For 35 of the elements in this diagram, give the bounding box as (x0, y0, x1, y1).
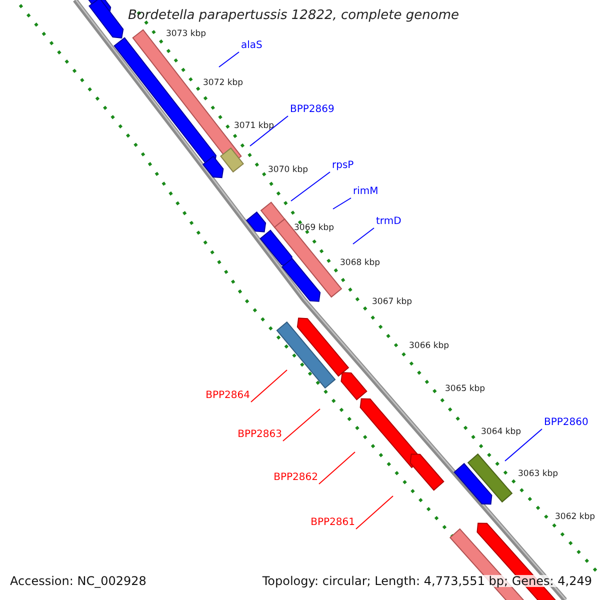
gene-label: BPP2869 (290, 105, 334, 115)
tick-label: 3071 kbp (234, 122, 274, 130)
leader-line (352, 228, 374, 244)
leader-line (218, 52, 240, 68)
gene-label: rpsP (332, 161, 354, 171)
leader-line (332, 198, 352, 210)
leader-line (250, 116, 288, 146)
leader-line (318, 452, 356, 484)
gene-label: trmD (376, 217, 402, 227)
tick-label: 3072 kbp (203, 79, 244, 88)
tick-label: 3065 kbp (445, 385, 486, 394)
leader-line (290, 172, 330, 202)
map-title: Bordetella parapertussis 12822, complete genome (128, 9, 459, 22)
leader-line (282, 408, 320, 442)
gene-label: alaS (241, 41, 262, 51)
tick-label: 3070 kbp (268, 166, 308, 174)
tick-label: 3073 kbp (166, 30, 206, 38)
tick-label: 3067 kbp (372, 298, 412, 306)
gene-label: BPP2860 (544, 418, 588, 428)
tick-label: 3066 kbp (409, 342, 450, 350)
tick-label: 3068 kbp (340, 259, 380, 268)
tick-label: 3062 kbp (555, 513, 596, 522)
gene-label: BPP2863 (238, 430, 282, 440)
leader-line (356, 496, 394, 530)
tick-label: 3064 kbp (481, 428, 522, 436)
leader-line (504, 428, 542, 462)
footer-text: Topology: circular; Length: 4,773,551 bp; Genes: 4,249 (260, 575, 594, 587)
leader-line (250, 370, 288, 402)
tick-label: 3063 kbp (518, 470, 558, 478)
gene-label: rimM (353, 187, 378, 197)
gene-label: BPP2861 (310, 518, 355, 528)
gene-label: BPP2862 (274, 473, 318, 483)
footer-text: Accession: NC_002928 (8, 575, 148, 587)
tick-label: 3069 kbp (294, 224, 334, 232)
gene-label: BPP2864 (206, 391, 250, 401)
